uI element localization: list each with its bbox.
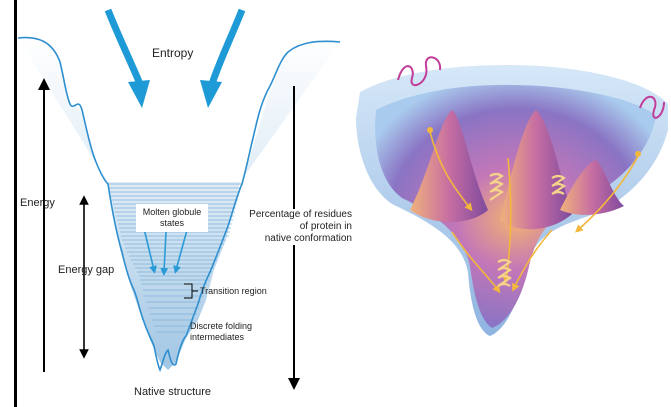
pathway-start-dot bbox=[635, 151, 641, 157]
molten-globule-label: Molten globule states bbox=[137, 207, 207, 229]
energy-gap-label: Energy gap bbox=[58, 264, 114, 276]
energy-funnel bbox=[18, 10, 340, 370]
percentage-label-line1: Percentage of residues bbox=[240, 209, 352, 221]
energy-label: Energy bbox=[20, 197, 55, 209]
molten-globule-label-line1: Molten globule bbox=[137, 207, 207, 218]
entropy-arrow-left-head bbox=[128, 80, 150, 108]
pathway-start-dot bbox=[427, 127, 433, 133]
entropy-label: Entropy bbox=[152, 46, 193, 60]
entropy-arrow-left bbox=[108, 10, 140, 84]
entropy-arrow-right bbox=[212, 10, 242, 84]
discrete-intermediates-line1: Discrete folding bbox=[190, 321, 252, 332]
molten-globule-label-line2: states bbox=[137, 218, 207, 229]
landscape-illustration bbox=[356, 57, 668, 336]
percentage-label-line3: native conformation bbox=[240, 233, 352, 245]
percentage-label: Percentage of residues of protein in nat… bbox=[240, 209, 352, 245]
percentage-label-line2: of protein in bbox=[240, 221, 352, 233]
native-structure-label: Native structure bbox=[134, 386, 211, 398]
discrete-intermediates-line2: intermediates bbox=[190, 332, 252, 343]
discrete-intermediates-label: Discrete folding intermediates bbox=[190, 321, 252, 343]
entropy-arrow-right-head bbox=[200, 80, 222, 108]
transition-region-label: Transition region bbox=[200, 286, 267, 296]
